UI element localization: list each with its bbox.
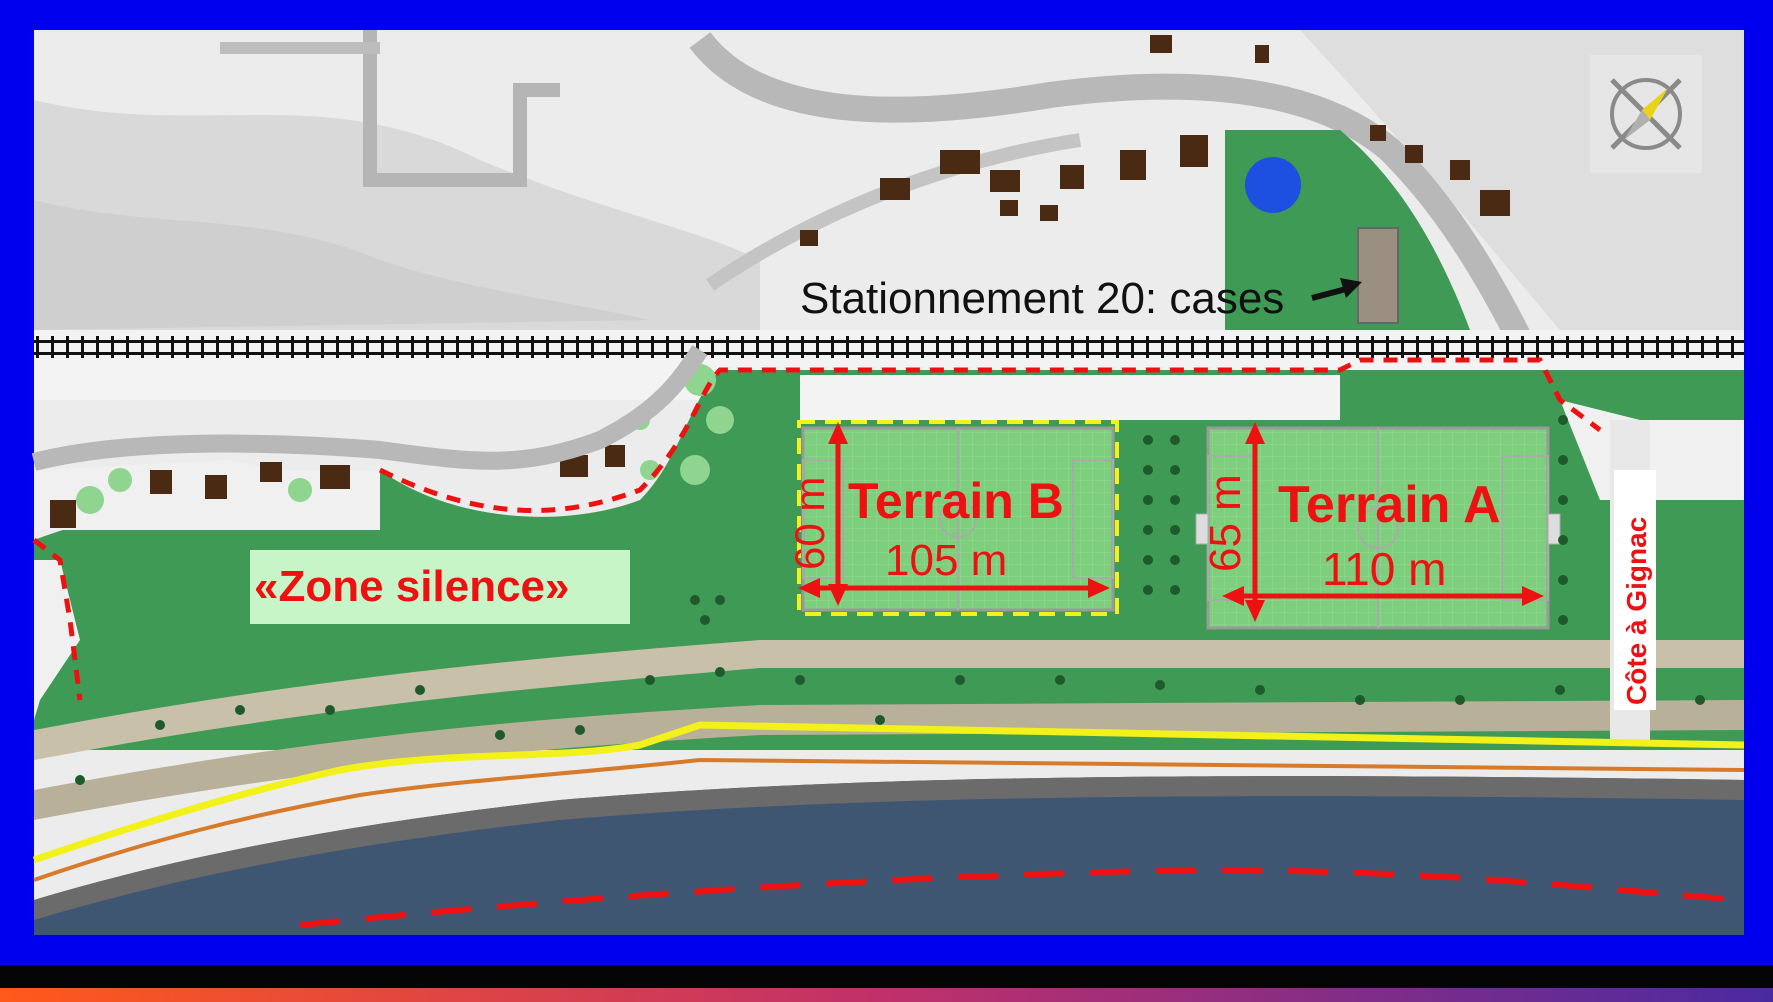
boundary-dashed-water [299, 866, 1745, 928]
slope-label: Côte à Gignac [1621, 517, 1652, 705]
pond [1245, 157, 1301, 213]
field-a-width: 65 m [1201, 474, 1250, 572]
rocky-shore [34, 776, 1744, 920]
compass-icon [1590, 55, 1702, 173]
field-b-length: 105 m [885, 536, 1007, 585]
field-b-width: 60 m [786, 477, 833, 570]
railway [34, 336, 1744, 358]
lower-road [31, 345, 708, 471]
path-orange [33, 757, 1745, 882]
parking-label: Stationnement 20: cases [800, 274, 1284, 323]
boundary-dashed-left [32, 538, 83, 701]
white-strip [800, 375, 1340, 420]
tree-rows [690, 415, 1568, 625]
promenade-2 [34, 700, 1744, 820]
hill-shade-2 [34, 200, 650, 330]
zone-label-box [250, 550, 630, 624]
bottom-color-bar [0, 988, 1773, 1002]
zone-label: «Zone silence» [254, 562, 569, 611]
promenade-1 [34, 640, 1744, 760]
field-b [797, 420, 1119, 616]
white-corner [1560, 400, 1744, 500]
main-road [689, 31, 1613, 525]
buildings-lower [50, 462, 350, 528]
boundary-dashed-upper [378, 357, 1602, 513]
field-b-label: Terrain B [848, 473, 1064, 529]
path-yellow [32, 721, 1745, 864]
map-panel: Stationnement 20: cases Terrain B 105 m … [31, 30, 1745, 935]
upper-road-loop [363, 30, 560, 187]
parking-arrow-head [1340, 278, 1362, 298]
field-b-dimensions [798, 422, 1110, 606]
field-a-length: 110 m [1322, 543, 1446, 595]
slope-label-box [1614, 470, 1656, 710]
field-a-dimensions [1222, 422, 1544, 622]
field-a-label: Terrain A [1278, 476, 1501, 534]
parking-lot [1357, 227, 1399, 324]
